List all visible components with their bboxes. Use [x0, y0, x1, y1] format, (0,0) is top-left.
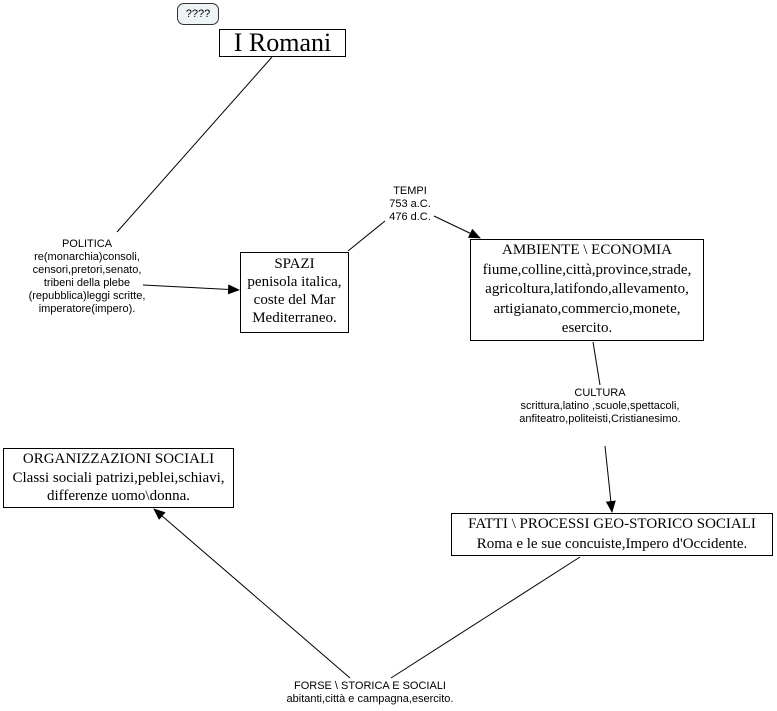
node-heading: FATTI \ PROCESSI GEO-STORICO SOCIALI	[468, 516, 756, 532]
node-line: imperatore(impero).	[38, 303, 136, 315]
connector-forze-organizzazioni	[153, 508, 351, 679]
node-line: abitanti,città e campagna,esercito.	[286, 693, 454, 705]
node-line: fiume,colline,città,province,strade,	[482, 261, 692, 278]
node-heading: ORGANIZZAZIONI SOCIALI	[22, 451, 215, 467]
node-line: esercito.	[561, 320, 613, 336]
connector-politica-spazi	[142, 284, 240, 295]
node-line: Mediterraneo.	[252, 310, 337, 326]
node-line: agricoltura,latifondo,allevamento,	[485, 281, 689, 297]
node-line: censori,pretori,senato,	[32, 264, 142, 276]
node-fatti-processi[interactable]: FATTI \ PROCESSI GEO-STORICO SOCIALI Rom…	[451, 513, 773, 556]
title-node[interactable]: I Romani	[219, 29, 346, 57]
question-bubble-label: ????	[185, 8, 211, 20]
node-line: artigianato,commercio,monete,	[493, 300, 681, 317]
node-heading: FORSE \ STORICA E SOCIALI	[293, 680, 446, 692]
connector-ambiente-cultura	[592, 341, 601, 386]
node-heading: SPAZI	[274, 256, 315, 272]
node-line: tribeni della plebe	[43, 277, 131, 289]
node-heading: CULTURA	[574, 387, 626, 399]
node-tempi[interactable]: TEMPI 753 a.C. 476 d.C.	[370, 185, 450, 224]
node-line: differenze uomo\donna.	[46, 488, 190, 504]
node-heading: AMBIENTE \ ECONOMIA	[502, 242, 672, 258]
question-bubble[interactable]: ????	[177, 3, 219, 25]
connector-title-politica	[116, 56, 273, 233]
node-line: penisola italica,	[247, 274, 342, 290]
node-cultura[interactable]: CULTURA scrittura,latino ,scuole,spettac…	[490, 387, 710, 426]
node-line: 753 a.C.	[389, 198, 431, 210]
node-heading: POLITICA	[61, 238, 113, 250]
node-heading: TEMPI	[393, 185, 427, 197]
node-organizzazioni-sociali[interactable]: ORGANIZZAZIONI SOCIALI Classi sociali pa…	[3, 448, 234, 508]
connector-tempi-ambiente	[433, 215, 481, 239]
node-spazi[interactable]: SPAZI penisola italica, coste del Mar Me…	[240, 252, 349, 333]
node-line: anfiteatro,politeisti,Cristianesimo.	[519, 413, 681, 425]
node-politica[interactable]: POLITICA re(monarchia)consoli, censori,p…	[6, 238, 168, 316]
node-line: coste del Mar	[253, 292, 336, 308]
node-line: scrittura,latino ,scuole,spettacoli,	[520, 400, 680, 412]
connector-spazi-tempi	[347, 220, 386, 252]
title-text: I Romani	[233, 28, 332, 57]
node-ambiente-economia[interactable]: AMBIENTE \ ECONOMIA fiume,colline,città,…	[470, 239, 704, 341]
node-line: Classi sociali patrizi,peblei,schiavi,	[12, 469, 225, 486]
node-line: re(monarchia)consoli,	[34, 251, 140, 263]
connector-cultura-fatti	[604, 445, 616, 513]
node-forze-storiche[interactable]: FORSE \ STORICA E SOCIALI abitanti,città…	[255, 680, 485, 706]
node-line: 476 d.C.	[389, 211, 431, 223]
connector-fatti-forze	[390, 556, 581, 679]
node-line: Roma e le sue concuiste,Impero d'Occiden…	[476, 535, 748, 552]
node-line: (repubblica)leggi scritte,	[28, 290, 146, 302]
